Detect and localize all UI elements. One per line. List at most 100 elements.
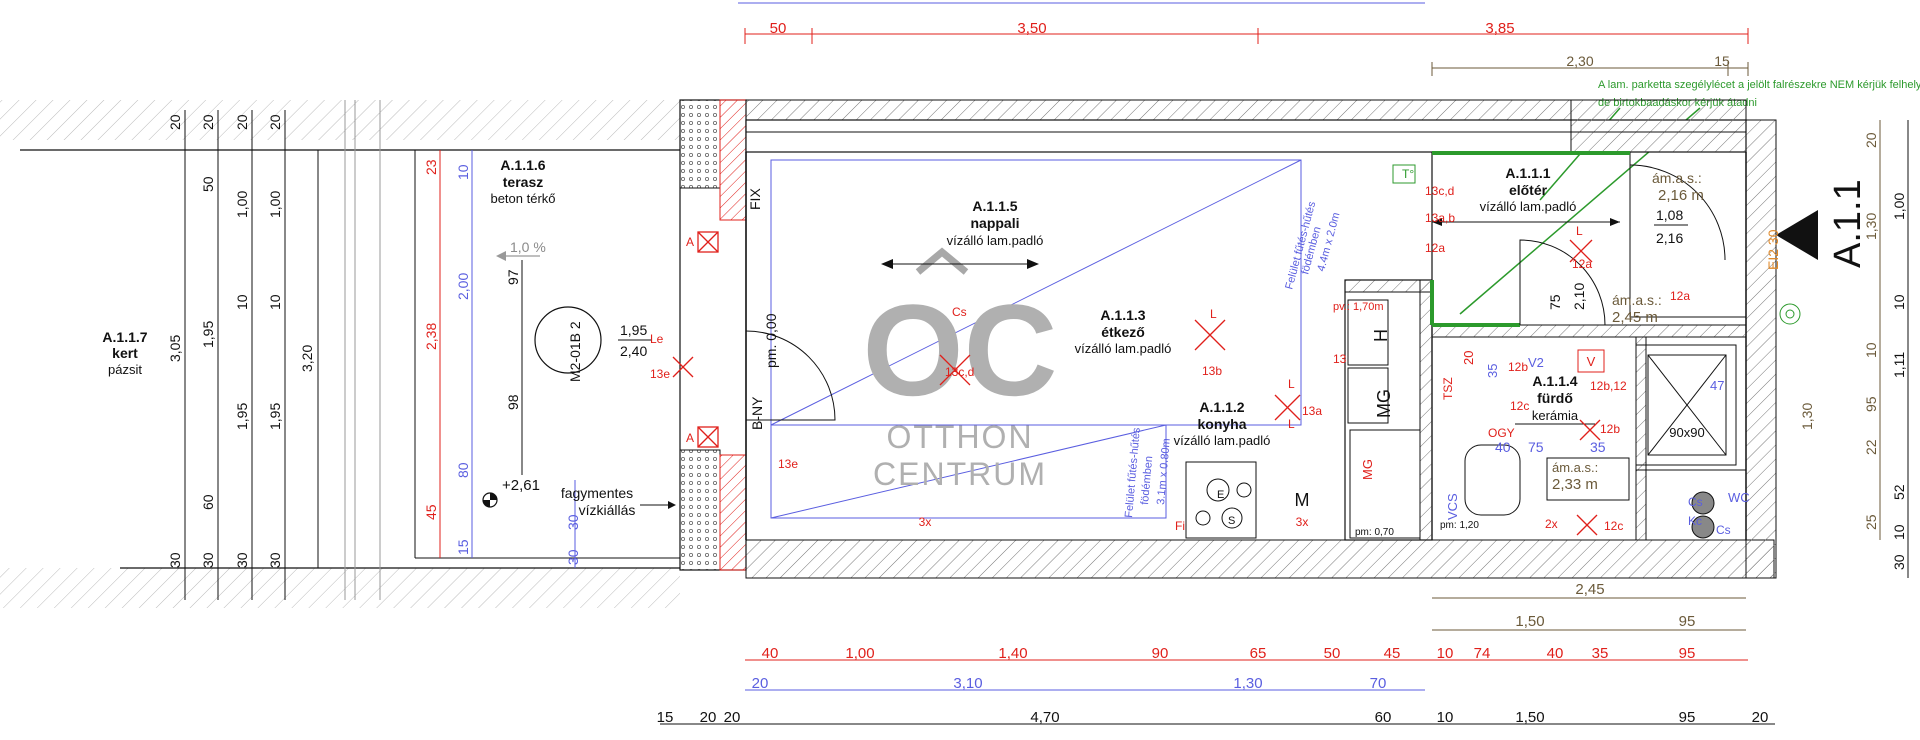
svg-text:95: 95 bbox=[1863, 396, 1879, 412]
svg-text:74: 74 bbox=[1474, 645, 1491, 662]
svg-text:98: 98 bbox=[505, 394, 521, 410]
svg-text:20: 20 bbox=[724, 709, 741, 726]
svg-text:13e: 13e bbox=[650, 367, 670, 381]
svg-text:1,95: 1,95 bbox=[200, 321, 216, 348]
bottom-brown-1: 2,45 bbox=[1575, 581, 1604, 598]
svg-text:10: 10 bbox=[267, 294, 283, 310]
svg-text:60: 60 bbox=[200, 494, 216, 510]
svg-text:Le: Le bbox=[650, 332, 664, 346]
mg-small: MG bbox=[1360, 459, 1375, 480]
fix-label: FIX bbox=[747, 188, 763, 210]
svg-text:20: 20 bbox=[752, 675, 769, 692]
svg-text:12c: 12c bbox=[1510, 399, 1529, 413]
svg-text:10: 10 bbox=[1891, 294, 1907, 310]
parquet-note-line1: A lam. parketta szegélylécet a jelölt fa… bbox=[1598, 79, 1920, 91]
bath-dim-40: 40 bbox=[1495, 439, 1511, 455]
eloter-floor: vízálló lam.padló bbox=[1480, 199, 1577, 214]
svg-text:15: 15 bbox=[657, 709, 674, 726]
svg-text:1,30: 1,30 bbox=[1799, 403, 1815, 430]
svg-text:10: 10 bbox=[1437, 709, 1454, 726]
svg-text:30: 30 bbox=[267, 552, 283, 568]
bottom-brown-2: 1,50 bbox=[1515, 613, 1544, 630]
svg-text:20: 20 bbox=[1752, 709, 1769, 726]
svg-text:1,00: 1,00 bbox=[1891, 193, 1907, 220]
logo-line1: OTTHON bbox=[886, 419, 1033, 455]
bath-dim-75: 75 bbox=[1528, 439, 1544, 455]
svg-text:40: 40 bbox=[762, 645, 779, 662]
svg-text:12a: 12a bbox=[1670, 289, 1690, 303]
logo-letters: OC bbox=[863, 277, 1058, 423]
terasz-id: A.1.1.6 bbox=[500, 157, 545, 173]
svg-text:95: 95 bbox=[1679, 709, 1696, 726]
electrical-points bbox=[672, 231, 1601, 536]
svg-text:Cs: Cs bbox=[952, 305, 967, 319]
top-dim-3: 3,85 bbox=[1485, 20, 1514, 37]
svg-text:1,30: 1,30 bbox=[1233, 675, 1262, 692]
clearance-2b: 2,45 m bbox=[1612, 309, 1658, 326]
konyha-floor: vízálló lam.padló bbox=[1174, 433, 1271, 448]
svg-text:50: 50 bbox=[200, 176, 216, 192]
svg-text:52: 52 bbox=[1891, 484, 1907, 500]
door-dim-3: 1,08 bbox=[1656, 207, 1683, 223]
thermostat-label: T° bbox=[1402, 167, 1414, 181]
furdo-name: fürdő bbox=[1537, 390, 1573, 406]
mg-mark: MG bbox=[1374, 389, 1394, 418]
right-dimension-texts: 20 1,00 1,30 10 1,11 10 95 1,30 22 52 25… bbox=[1799, 132, 1907, 570]
slope-label: 1,0 % bbox=[510, 239, 546, 255]
svg-text:10: 10 bbox=[1437, 645, 1454, 662]
svg-text:3,20: 3,20 bbox=[299, 345, 315, 372]
svg-text:60: 60 bbox=[1375, 709, 1392, 726]
svg-text:12c: 12c bbox=[1604, 519, 1623, 533]
svg-text:45: 45 bbox=[1384, 645, 1401, 662]
svg-text:95: 95 bbox=[1679, 645, 1696, 662]
pv-label: pv.: 1,70m bbox=[1333, 301, 1384, 313]
svg-text:12b: 12b bbox=[1508, 360, 1528, 374]
svg-text:1,11: 1,11 bbox=[1891, 352, 1907, 378]
heating-note-2c: 3.1m x 0.80m bbox=[1155, 438, 1173, 505]
svg-text:1,95: 1,95 bbox=[267, 403, 283, 430]
logo-line2: CENTRUM bbox=[873, 456, 1047, 492]
etkezo-name: étkező bbox=[1101, 324, 1145, 340]
left-dimension-texts: 20 20 20 20 50 1,00 1,00 3,05 1,95 10 10… bbox=[167, 114, 581, 568]
svg-text:20: 20 bbox=[234, 114, 250, 130]
svg-text:3,05: 3,05 bbox=[167, 335, 183, 362]
svg-text:50: 50 bbox=[1324, 645, 1341, 662]
svg-text:12b,12: 12b,12 bbox=[1590, 379, 1627, 393]
door-dim-1: 75 bbox=[1547, 294, 1563, 310]
svg-text:20: 20 bbox=[700, 709, 717, 726]
nappali-id: A.1.1.5 bbox=[972, 198, 1017, 214]
bottom-black-dims: 15 20 20 4,70 60 10 1,50 95 20 bbox=[657, 709, 1769, 726]
svg-text:20: 20 bbox=[167, 114, 183, 130]
window-width: 1,95 bbox=[620, 322, 647, 338]
svg-text:65: 65 bbox=[1250, 645, 1267, 662]
clearance-1b: 2,16 m bbox=[1658, 187, 1704, 204]
top-dimension-brown bbox=[1431, 62, 1749, 76]
svg-text:20: 20 bbox=[200, 114, 216, 130]
ei-label: EI2 30 bbox=[1765, 229, 1781, 270]
svg-text:1,00: 1,00 bbox=[845, 645, 874, 662]
cs-label-1: Cs bbox=[1688, 495, 1703, 509]
pm-label: pm. 0,00 bbox=[763, 313, 779, 368]
svg-text:30: 30 bbox=[565, 549, 581, 565]
s-mark: S bbox=[1228, 515, 1235, 527]
section-marker bbox=[1776, 210, 1818, 260]
svg-text:1,40: 1,40 bbox=[998, 645, 1027, 662]
washbasin bbox=[1464, 444, 1521, 516]
section-label: A.1.1 bbox=[1827, 179, 1869, 268]
svg-text:30: 30 bbox=[234, 552, 250, 568]
svg-text:1,00: 1,00 bbox=[234, 191, 250, 218]
bath-dim-20v: 20 bbox=[1461, 351, 1476, 365]
svg-text:13e: 13e bbox=[778, 457, 798, 471]
svg-text:13c,d: 13c,d bbox=[1425, 184, 1454, 198]
tap-label-2: vízkiállás bbox=[579, 502, 636, 518]
svg-text:4,70: 4,70 bbox=[1030, 709, 1059, 726]
top-dim-brown-2: 15 bbox=[1714, 53, 1730, 69]
svg-text:30: 30 bbox=[1891, 554, 1907, 570]
svg-text:L: L bbox=[1210, 307, 1217, 321]
svg-text:80: 80 bbox=[455, 462, 471, 478]
terasz-floor: beton térkő bbox=[490, 191, 555, 206]
eloter-name: előtér bbox=[1509, 182, 1548, 198]
pm120-label: pm: 1,20 bbox=[1440, 520, 1479, 531]
